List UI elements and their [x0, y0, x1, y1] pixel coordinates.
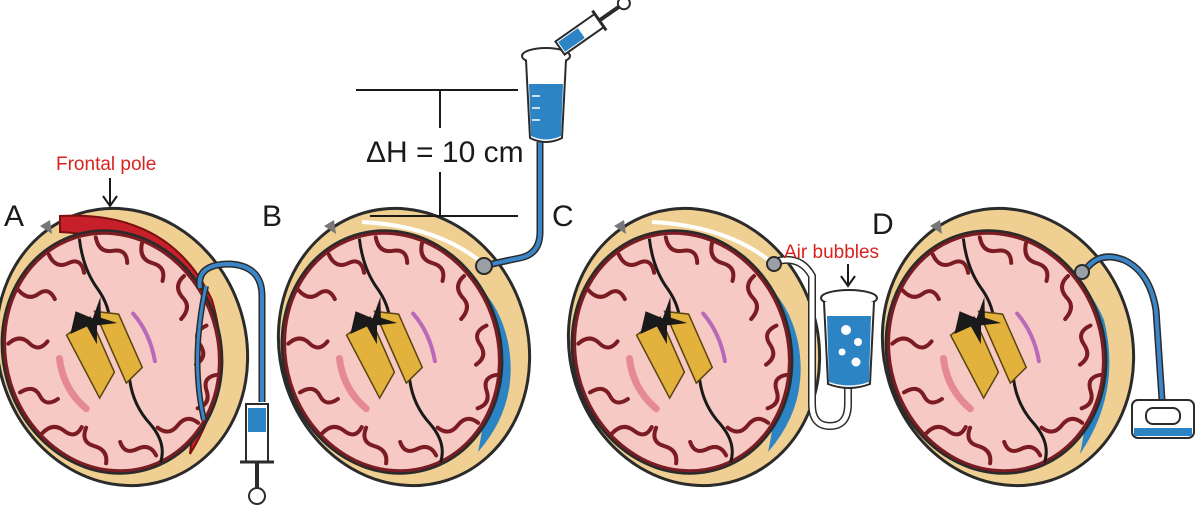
panel-c: C Air bubbles	[533, 176, 879, 507]
height-measure	[356, 89, 518, 217]
syringe-a	[240, 403, 274, 505]
drainage-bulb	[1131, 399, 1195, 439]
panel-d: D	[847, 176, 1195, 507]
frontal-pole-label: Frontal pole	[56, 154, 156, 175]
collection-cup	[820, 289, 878, 389]
syringe-b	[554, 0, 631, 56]
brain-d	[853, 200, 1139, 504]
fluid-reservoir	[521, 47, 571, 143]
delta-h-label: ΔH = 10 cm	[366, 136, 524, 169]
panel-label-b: B	[262, 200, 282, 233]
panel-a: A Frontal pole	[0, 154, 274, 507]
brain-b	[249, 200, 535, 504]
panel-b: B ΔH = 10 cm	[243, 0, 631, 507]
brain-c	[539, 200, 825, 504]
panel-label-d: D	[872, 208, 894, 241]
air-bubbles-arrow	[840, 264, 856, 288]
panel-label-a: A	[4, 200, 24, 233]
air-bubbles-label: Air bubbles	[784, 242, 879, 263]
panel-label-c: C	[552, 200, 574, 233]
frontal-pole-arrow	[102, 178, 118, 208]
burr-hole-marker-a	[40, 220, 52, 234]
